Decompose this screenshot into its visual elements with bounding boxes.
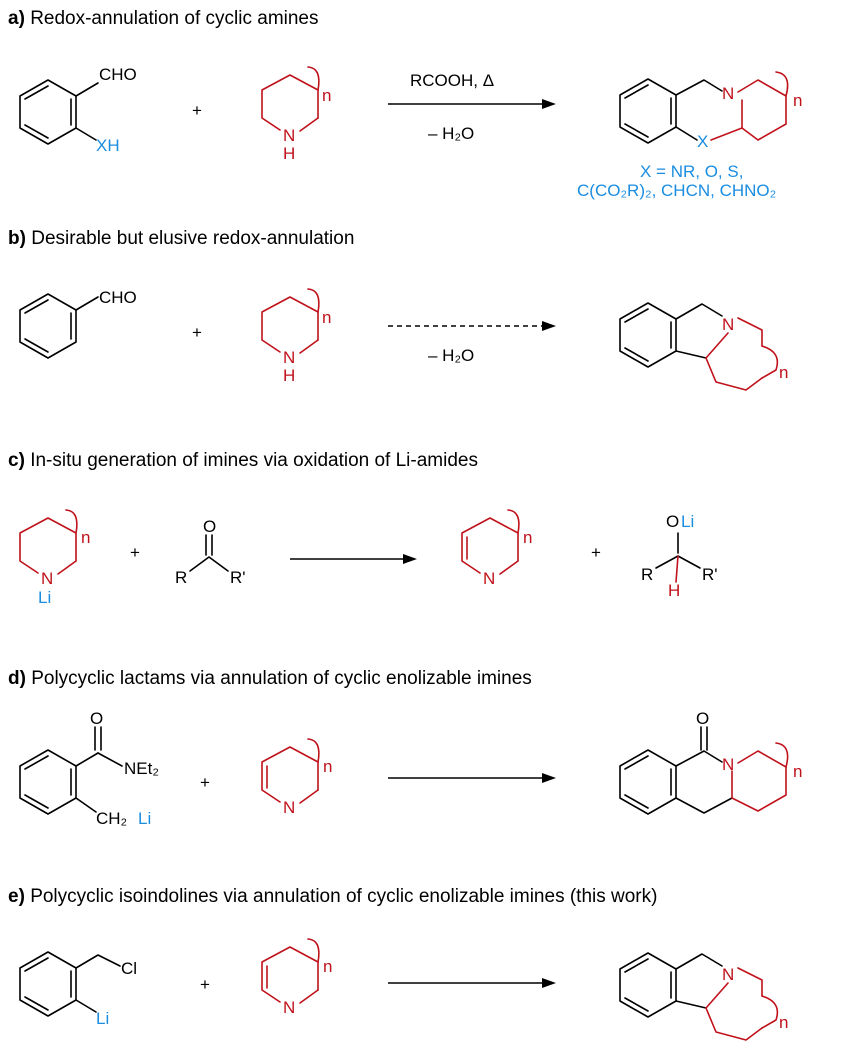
x-definition-line1: X = NR, O, S, (640, 162, 743, 181)
reaction-arrow-d (388, 773, 556, 783)
product-ring-n-label: n (779, 363, 788, 382)
conditions-bottom: – H₂O (428, 346, 474, 365)
xh-label: XH (96, 136, 120, 155)
reaction-arrow-c (290, 554, 417, 564)
alkoxide-h-label: H (668, 581, 680, 600)
section-e-header: e) Polycyclic isoindolines via annulatio… (8, 886, 657, 907)
amine-h-label: H (283, 366, 295, 385)
cyclic-amine-structure: N H n (261, 288, 331, 385)
ring-size-n-label: n (81, 528, 90, 547)
conditions-bottom: – H₂O (428, 124, 474, 143)
product-x-label: X (697, 132, 708, 151)
benzaldehyde-xh-structure: CHO XH (19, 65, 137, 155)
section-a-header: a) Redox-annulation of cyclic amines (8, 8, 319, 29)
cyclic-imine-structure: N n (261, 938, 332, 1017)
plus-sign: + (200, 773, 210, 792)
lithiated-benzyl-chloride-structure: Cl Li (19, 951, 137, 1028)
cyclic-imine-structure: N n (461, 509, 532, 588)
li-label: Li (96, 1009, 109, 1028)
amide-o-label: O (90, 709, 103, 728)
lactam-o-label: O (696, 709, 709, 728)
plus-sign: + (192, 101, 202, 120)
ch2-li-label: Li (138, 809, 151, 828)
product-n-label: N (722, 965, 734, 984)
section-b: b) Desirable but elusive redox-annulatio… (8, 228, 788, 391)
section-a: a) Redox-annulation of cyclic amines CHO… (8, 8, 802, 200)
lactam-product-d: O N n (619, 709, 802, 815)
cyclic-amine-structure: N H n (261, 66, 331, 163)
reaction-arrow-e (388, 978, 556, 988)
alkoxide-o-label: O (666, 512, 679, 531)
cyclic-imine-structure: N n (261, 738, 332, 817)
lithium-amide-structure: N Li n (19, 509, 90, 607)
product-n-label: N (722, 315, 734, 334)
isoindoline-product-e: N n (619, 952, 788, 1041)
net2-label: NEt₂ (124, 759, 159, 778)
lithiated-benzamide-structure: O NEt₂ CH₂ Li (19, 709, 159, 828)
imine-n-label: N (283, 998, 295, 1017)
tricyclic-product-a: N X n X = NR, O, S, C(CO₂R)₂, CHCN, CHNO… (577, 71, 802, 200)
alkoxide-r-prime-label: R' (702, 565, 718, 584)
cho-label: CHO (99, 65, 137, 84)
imine-n-label: N (283, 798, 295, 817)
amide-li-label: Li (38, 588, 51, 607)
plus-sign: + (192, 323, 202, 342)
section-b-header: b) Desirable but elusive redox-annulatio… (8, 228, 354, 249)
ketone-structure: O R R' (175, 517, 246, 587)
product-n-label: N (722, 755, 734, 774)
ketone-o-label: O (203, 517, 216, 536)
section-c-header: c) In-situ generation of imines via oxid… (8, 450, 478, 471)
ketone-r-label: R (175, 568, 187, 587)
conditions-top: RCOOH, Δ (410, 71, 494, 90)
plus-sign-1: + (130, 543, 140, 562)
cho-label: CHO (99, 288, 137, 307)
section-d-header: d) Polycyclic lactams via annulation of … (8, 668, 532, 689)
imine-ring-n-label: n (323, 957, 332, 976)
product-ring-n-label: n (779, 1013, 788, 1032)
x-definition-line2: C(CO₂R)₂, CHCN, CHNO₂ (577, 181, 776, 200)
ketone-r-prime-label: R' (230, 568, 246, 587)
ring-size-n-label: n (322, 308, 331, 327)
product-ring-n-label: n (793, 762, 802, 781)
section-e: e) Polycyclic isoindolines via annulatio… (8, 886, 788, 1041)
reaction-arrow-a: RCOOH, Δ – H₂O (388, 71, 556, 143)
imine-ring-n-label: n (323, 757, 332, 776)
benzaldehyde-structure: CHO (19, 288, 137, 359)
section-c: c) In-situ generation of imines via oxid… (8, 450, 718, 607)
section-d: d) Polycyclic lactams via annulation of … (8, 668, 802, 828)
isoindoline-product-b: N n (619, 302, 788, 391)
plus-sign: + (200, 975, 210, 994)
amine-n-label: N (283, 348, 295, 367)
alkoxide-li-label: Li (681, 512, 694, 531)
imine-n-label: N (483, 569, 495, 588)
product-n-label: N (722, 84, 734, 103)
amine-n-label: N (283, 126, 295, 145)
amine-h-label: H (283, 144, 295, 163)
ring-size-n-label: n (322, 86, 331, 105)
lithium-alkoxide-structure: O Li R R' H (641, 512, 718, 600)
dashed-arrow-b: – H₂O (388, 321, 556, 365)
alkoxide-r-label: R (641, 565, 653, 584)
cl-label: Cl (121, 959, 137, 978)
product-ring-n-label: n (793, 91, 802, 110)
imine-ring-n-label: n (523, 528, 532, 547)
ch2-label: CH₂ (96, 809, 127, 828)
amide-n-label: N (41, 569, 53, 588)
plus-sign-2: + (591, 543, 601, 562)
